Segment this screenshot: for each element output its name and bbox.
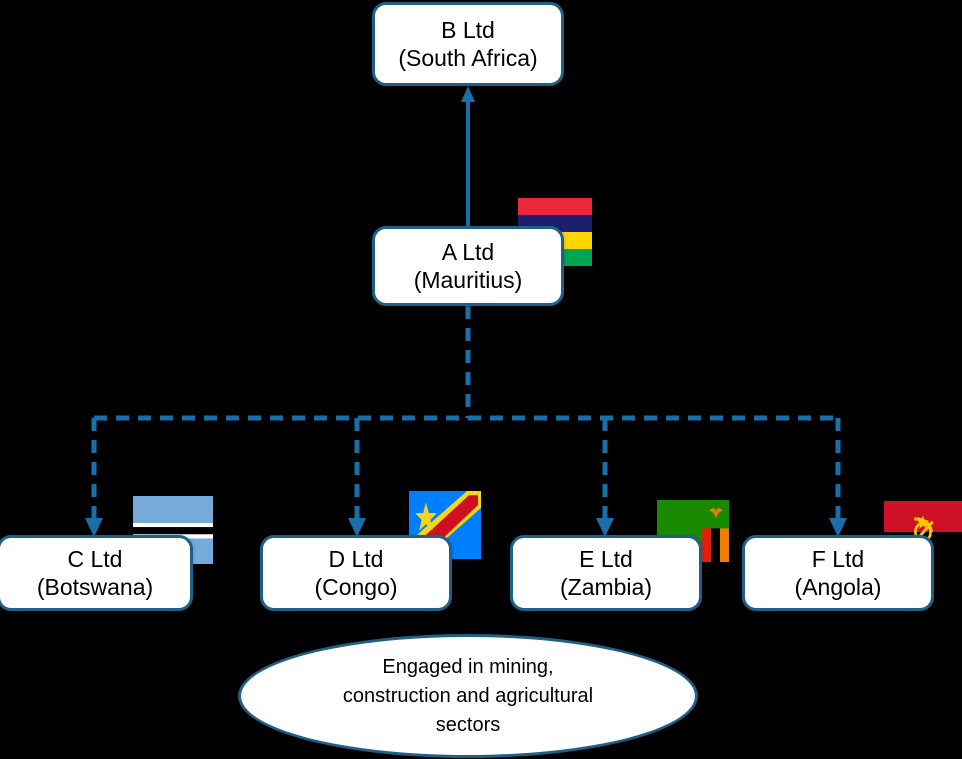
node-a-ltd[interactable]: A Ltd (Mauritius) [372, 226, 564, 306]
connector-bus-to-c [85, 418, 103, 537]
node-d-ltd[interactable]: D Ltd (Congo) [260, 535, 452, 611]
connector-bus-to-f [829, 418, 847, 537]
connector-bus-to-e [596, 418, 614, 537]
node-d-ltd-country: (Congo) [314, 574, 398, 600]
activity-note-line-3: sectors [435, 713, 501, 736]
activity-note-line-2: construction and agricultural [342, 684, 594, 707]
node-c-ltd-name: C Ltd [67, 545, 123, 572]
node-b-ltd-country: (South Africa) [398, 45, 538, 71]
activity-note-line-1: Engaged in mining, [382, 655, 554, 678]
connector-bus-to-d [348, 418, 366, 537]
node-b-ltd-name: B Ltd [441, 16, 495, 43]
node-f-ltd-name: F Ltd [811, 545, 865, 572]
node-e-ltd-name: E Ltd [579, 545, 633, 572]
node-c-ltd-country: (Botswana) [36, 574, 154, 600]
node-b-ltd[interactable]: B Ltd (South Africa) [372, 2, 564, 86]
node-a-ltd-country: (Mauritius) [413, 267, 523, 293]
node-a-ltd-name: A Ltd [441, 238, 495, 265]
node-f-ltd-country: (Angola) [794, 574, 882, 600]
node-f-ltd[interactable]: F Ltd (Angola) [742, 535, 934, 611]
node-e-ltd-country: (Zambia) [559, 574, 652, 600]
node-d-ltd-name: D Ltd [328, 545, 384, 572]
node-e-ltd[interactable]: E Ltd (Zambia) [510, 535, 702, 611]
connector-a-to-b [461, 86, 475, 228]
activity-note[interactable]: Engaged in mining, construction and agri… [238, 634, 698, 758]
node-c-ltd[interactable]: C Ltd (Botswana) [0, 535, 193, 611]
